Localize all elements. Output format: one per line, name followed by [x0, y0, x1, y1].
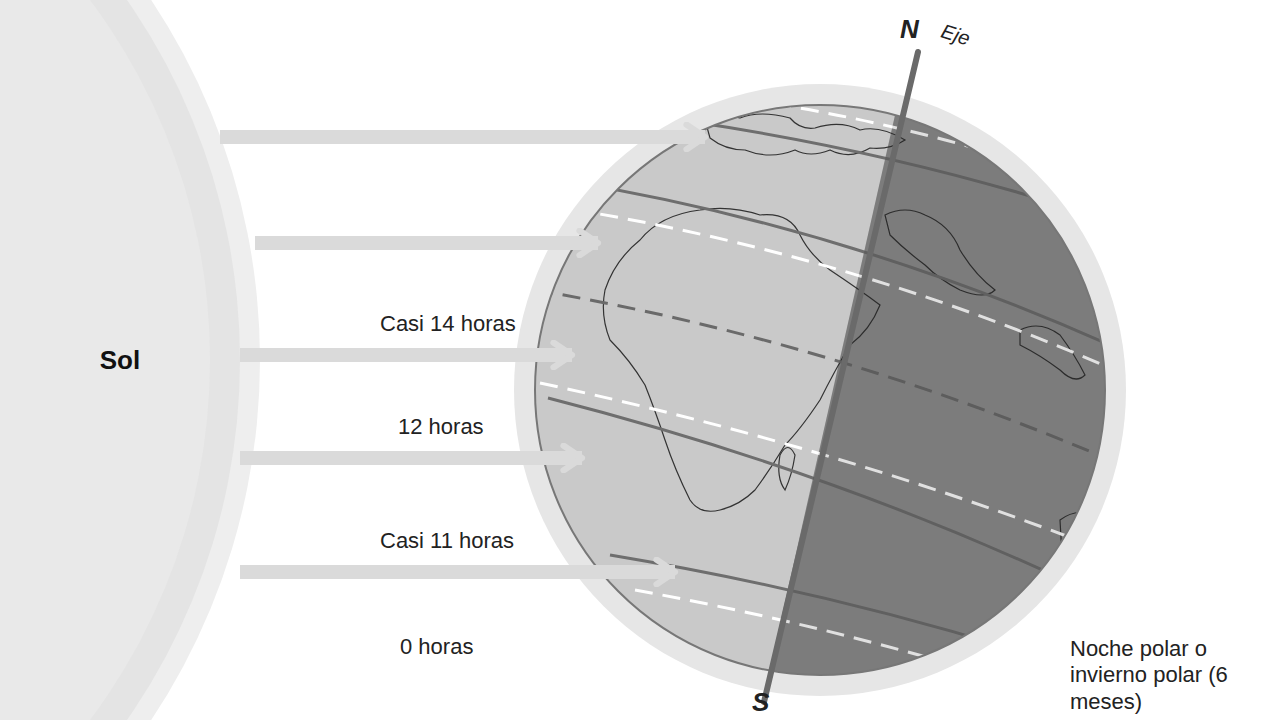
sun-rays — [220, 137, 705, 572]
diagram-label: N — [900, 14, 919, 45]
diagram-label: S — [752, 687, 769, 718]
node-label: Sol — [100, 345, 140, 376]
earth-outline — [535, 105, 1105, 675]
sun-glow — [0, 0, 260, 720]
diagram-label: Casi 14 horas — [380, 311, 516, 337]
diagram-label: 12 horas — [398, 414, 484, 440]
diagram-label: Eje — [938, 19, 973, 51]
diagram-label: Noche polar o invierno polar (6 meses) — [1070, 636, 1260, 715]
diagram-label: 0 horas — [400, 634, 473, 660]
sun-node: Sol — [40, 320, 200, 400]
earth-axis — [764, 52, 918, 702]
night-side — [756, 40, 1200, 720]
diagram-label: Casi 11 horas — [380, 528, 514, 554]
sun-inner — [0, 0, 210, 720]
sun-disc — [0, 0, 240, 720]
